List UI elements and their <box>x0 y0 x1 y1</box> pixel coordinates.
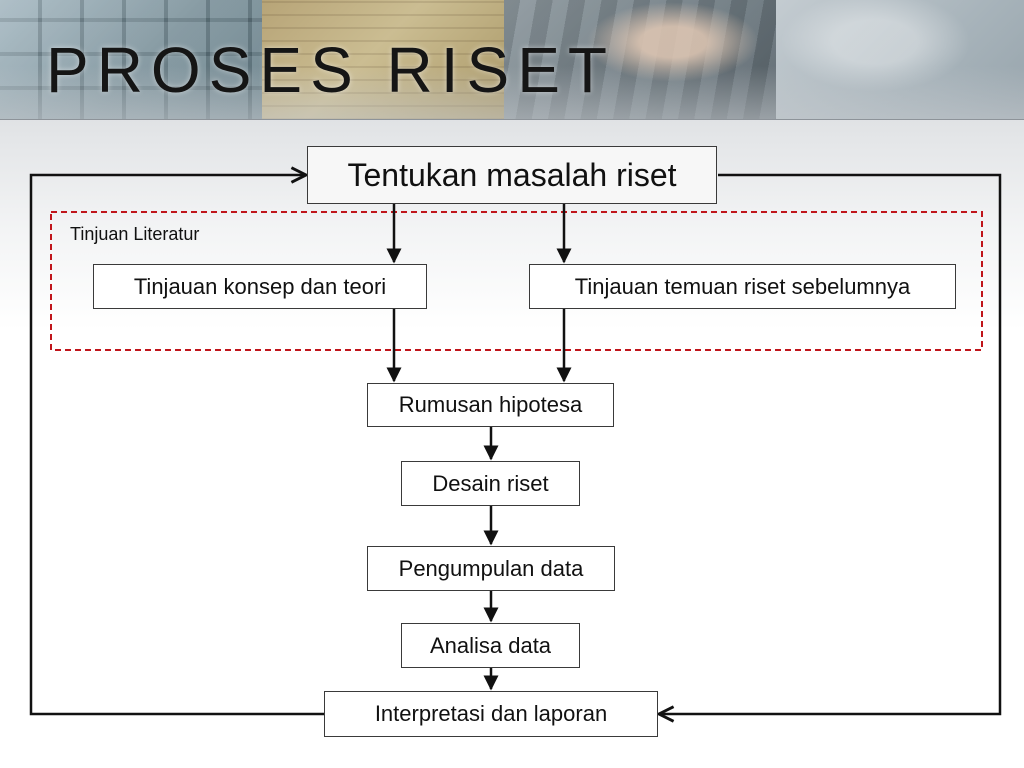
node-pengumpulan-data: Pengumpulan data <box>367 546 615 591</box>
node-desain-riset: Desain riset <box>401 461 580 506</box>
node-interpretasi-laporan: Interpretasi dan laporan <box>324 691 658 737</box>
page-title: PROSES RISET <box>46 34 615 106</box>
feedback-loop-right <box>659 173 1002 714</box>
feedback-loop-left <box>29 175 324 716</box>
literature-group-label: Tinjuan Literatur <box>70 224 200 244</box>
node-tinjauan-konsep: Tinjauan konsep dan teori <box>93 264 427 309</box>
header-banner: PROSES RISET <box>0 0 1024 120</box>
banner-fade <box>0 0 1024 120</box>
node-tinjauan-temuan: Tinjauan temuan riset sebelumnya <box>529 264 956 309</box>
node-rumusan-hipotesa: Rumusan hipotesa <box>367 383 614 427</box>
banner-divider <box>0 119 1024 120</box>
literature-group-border <box>50 211 983 351</box>
node-tentukan-masalah: Tentukan masalah riset <box>307 146 717 204</box>
node-analisa-data: Analisa data <box>401 623 580 668</box>
